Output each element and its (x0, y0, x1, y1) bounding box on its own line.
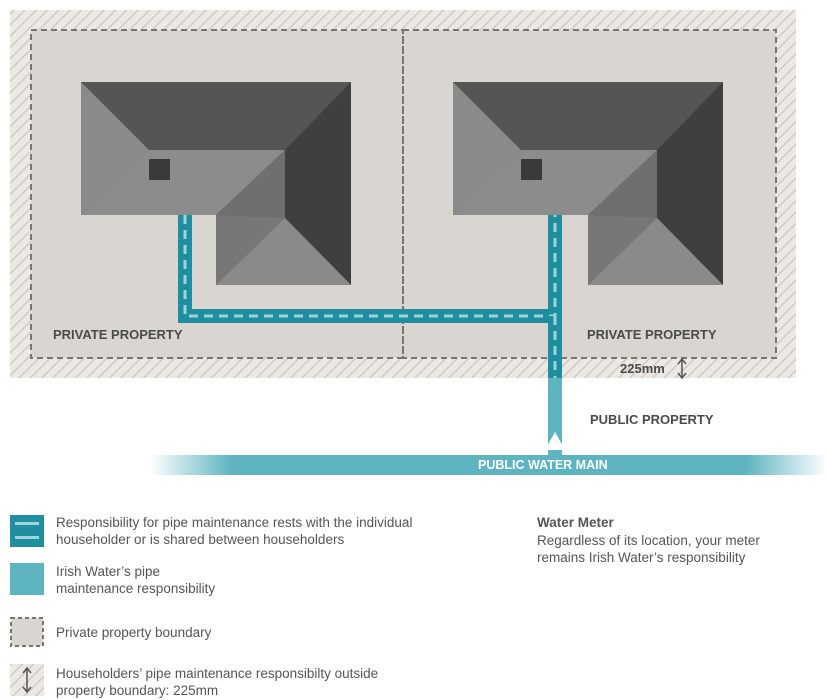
boundary-icon (10, 617, 44, 647)
legend-item-private-pipe: Responsibility for pipe maintenance rest… (56, 515, 413, 547)
legend-item-public-pipe: Irish Water’s pipe maintenance responsib… (56, 564, 216, 596)
dashed-pipe-icon (10, 515, 44, 547)
water-meter-text: Regardless of its location, your meter r… (537, 533, 760, 565)
hatched-area-icon (10, 664, 44, 696)
private-pipe (178, 215, 562, 378)
private-property-label-left: PRIVATE PROPERTY (53, 327, 183, 342)
public-property-label: PUBLIC PROPERTY (590, 412, 714, 427)
water-meter-title: Water Meter (537, 515, 614, 530)
water-meter-left (149, 159, 170, 180)
distance-arrow-icon (677, 357, 687, 380)
public-pipe (548, 378, 562, 456)
legend-item-hatched: Householders’ pipe maintenance responsib… (56, 666, 379, 698)
distance-label: 225mm (620, 361, 665, 376)
public-water-main-label: PUBLIC WATER MAIN (478, 458, 608, 472)
house-left (81, 82, 351, 285)
legend-item-boundary: Private property boundary (56, 625, 212, 640)
house-right (453, 82, 723, 285)
water-meter-right (521, 159, 542, 180)
private-boundary-left (30, 29, 404, 359)
public-water-main (150, 455, 827, 475)
connection-arrow (545, 432, 565, 450)
private-property-label-right: PRIVATE PROPERTY (587, 327, 717, 342)
solid-pipe-icon (10, 563, 44, 595)
